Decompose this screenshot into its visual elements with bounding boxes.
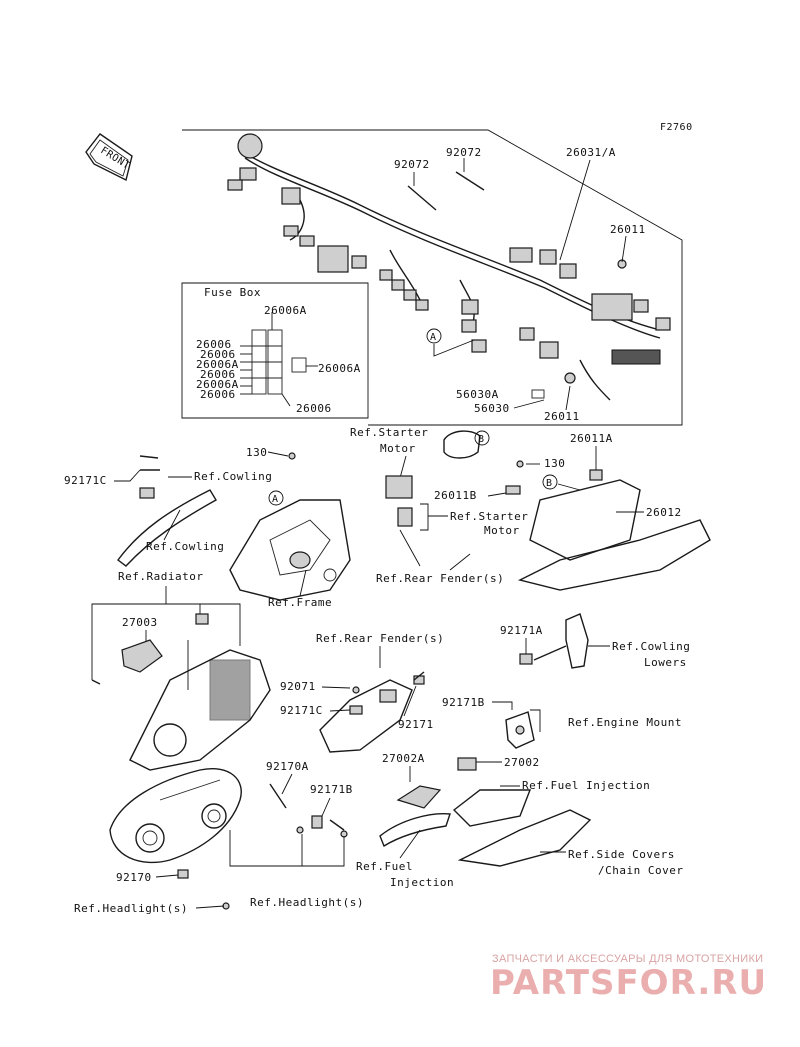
- fuse-callout-4: 26006: [200, 368, 236, 381]
- part-27002a: 27002A: [382, 752, 425, 765]
- main-harness-outline: [182, 129, 683, 426]
- watermark-logo: PARTSFOR.RU: [490, 963, 768, 1003]
- part-92171: 92171: [398, 718, 434, 731]
- fuse-callout-right: 26006A: [318, 362, 361, 375]
- ref-engine-mount: Ref.Engine Mount: [568, 716, 682, 729]
- fuse-callout-bottom: 26006: [296, 402, 332, 415]
- fuse-callout-3: 26006A: [196, 358, 239, 371]
- part-92171b-right: 92171B: [442, 696, 485, 709]
- part-26011b: 26011B: [434, 489, 477, 502]
- ref-cowling-lowers-a: Ref.Cowling: [612, 640, 690, 653]
- part-56030: 56030: [474, 402, 510, 415]
- part-130-right: 130: [544, 457, 565, 470]
- ref-rear-fender-1: Ref.Rear Fender(s): [376, 572, 504, 585]
- callout-b-top: B: [478, 434, 485, 445]
- part-130-left: 130: [246, 446, 267, 459]
- frame-part: [229, 499, 351, 601]
- part-92171b-low: 92171B: [310, 783, 353, 796]
- watermark-tagline: ЗАПЧАСТИ И АКСЕССУАРЫ ДЛЯ МОТОТЕХНИКИ: [492, 953, 764, 965]
- ref-cowling-2: Ref.Cowling: [146, 540, 224, 553]
- callout-a-top: A: [430, 332, 437, 343]
- fuel-injection-section-part: [379, 757, 592, 867]
- ref-rear-fender-2: Ref.Rear Fender(s): [316, 632, 444, 645]
- figure-code: F2760: [660, 122, 693, 133]
- main-wiring-harness: [227, 133, 671, 401]
- front-label: FRONT: [98, 145, 131, 172]
- part-26011-mid: 26011: [544, 410, 580, 423]
- part-92072-b: 92072: [446, 146, 482, 159]
- engine-mount-bracket-part: [505, 711, 535, 749]
- ref-cowling-1: Ref.Cowling: [194, 470, 272, 483]
- ref-cowling-lowers-b: Lowers: [644, 656, 687, 669]
- starter-relay-part: [385, 475, 413, 499]
- fuse-box-panel: Fuse Box 26006A 26006A 26006 26006 26006…: [181, 282, 369, 419]
- part-56030a: 56030A: [456, 388, 499, 401]
- part-26031a: 26031/A: [566, 146, 616, 159]
- fuse-callout-top: 26006A: [264, 304, 307, 317]
- part-92071: 92071: [280, 680, 316, 693]
- front-arrow-icon: FRONT: [85, 133, 133, 182]
- part-92171a: 92171A: [500, 624, 543, 637]
- ref-radiator: Ref.Radiator: [118, 570, 203, 583]
- ref-headlight-2: Ref.Headlight(s): [250, 896, 364, 909]
- ref-starter-1b: Motor: [380, 442, 416, 455]
- callout-a-top-circle: [426, 328, 442, 344]
- cowling-lowers-bracket-part: [519, 613, 589, 669]
- part-92170a: 92170A: [266, 760, 309, 773]
- part-92072-a: 92072: [394, 158, 430, 171]
- part-27003: 27003: [122, 616, 158, 629]
- callout-a-frame: A: [272, 494, 279, 505]
- ref-starter-2a: Ref.Starter: [450, 510, 528, 523]
- ref-frame: Ref.Frame: [268, 596, 332, 609]
- part-26011-top: 26011: [610, 223, 646, 236]
- ref-fuel-injection-2b: Injection: [390, 876, 454, 889]
- ref-headlight-1: Ref.Headlight(s): [74, 902, 188, 915]
- part-92171c-top: 92171C: [64, 474, 107, 487]
- ref-starter-2b: Motor: [484, 524, 520, 537]
- part-26011a: 26011A: [570, 432, 613, 445]
- ref-starter-1a: Ref.Starter: [350, 426, 428, 439]
- part-26012: 26012: [646, 506, 682, 519]
- part-92171c-mid: 92171C: [280, 704, 323, 717]
- cowling-stay-part: [117, 455, 217, 567]
- cable-tie-92072: [407, 158, 485, 211]
- fuse-box-title: Fuse Box: [204, 286, 261, 299]
- part-92170: 92170: [116, 871, 152, 884]
- starter-cover-part: [443, 430, 481, 459]
- radiator-fan-switch-part: [91, 613, 271, 771]
- fuse-callout-5: 26006A: [196, 378, 239, 391]
- fuse-callout-1: 26006: [196, 338, 232, 351]
- fuse-callout-6: 26006: [200, 388, 236, 401]
- ref-fuel-injection-2a: Ref.Fuel: [356, 860, 413, 873]
- ref-side-covers-a: Ref.Side Covers: [568, 848, 675, 861]
- fuse-callout-2: 26006: [200, 348, 236, 361]
- part-27002: 27002: [504, 756, 540, 769]
- ref-fuel-injection-1: Ref.Fuel Injection: [522, 779, 650, 792]
- rear-fender-bracket-part: [319, 671, 425, 753]
- callout-b-mid: B: [546, 478, 553, 489]
- ref-side-covers-b: /Chain Cover: [598, 864, 683, 877]
